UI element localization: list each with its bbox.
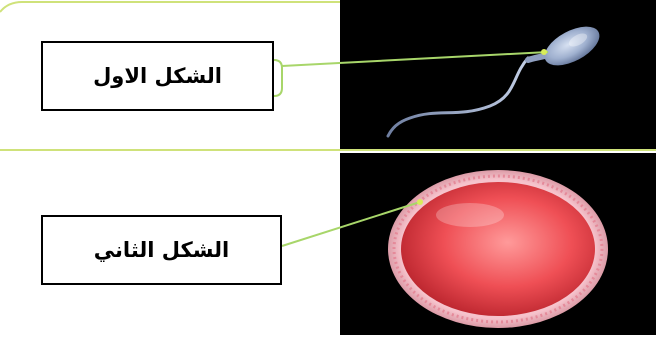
label-second-text: الشكل الثاني (94, 238, 229, 262)
label-first-shape: الشكل الاول (41, 41, 274, 111)
pointer-dot-1 (541, 49, 547, 55)
pointer-line-2 (282, 202, 420, 246)
pointer-line-1 (282, 52, 548, 66)
top-frame-line (0, 2, 340, 12)
bracket-line (274, 60, 282, 96)
label-first-text: الشكل الاول (93, 64, 222, 88)
pointer-dot-2 (417, 199, 423, 205)
label-second-shape: الشكل الثاني (41, 215, 282, 285)
